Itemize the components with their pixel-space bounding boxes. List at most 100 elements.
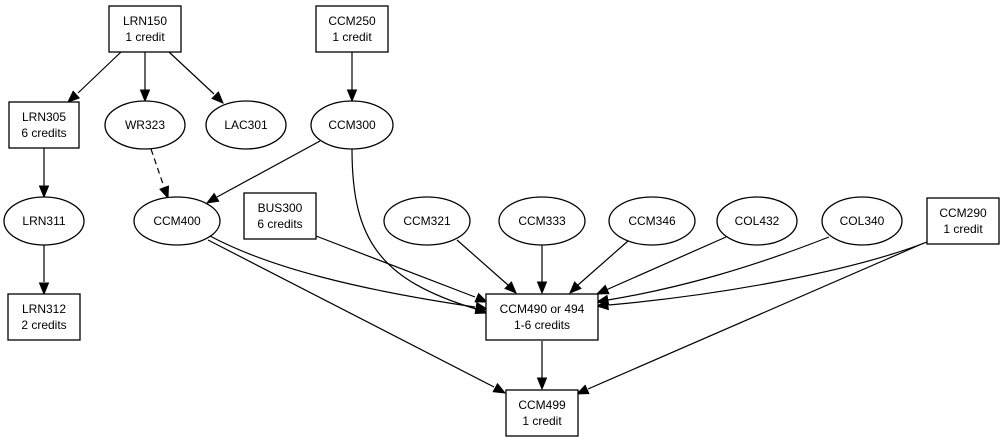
node-ellipse xyxy=(104,100,186,150)
edge-line xyxy=(77,51,122,94)
node-lrn311: LRN311 xyxy=(3,196,85,246)
node-ellipse xyxy=(205,100,287,150)
node-ccm250: CCM250 1 credit xyxy=(315,5,389,53)
edge-lrn311-to-lrn312 xyxy=(38,245,50,296)
node-title: WR323 xyxy=(125,118,165,132)
edge-line xyxy=(351,148,477,310)
edge-bus300-to-ccm490 xyxy=(315,235,489,303)
node-ellipse xyxy=(821,196,903,246)
node-box xyxy=(926,197,1000,245)
node-lrn312: LRN312 2 credits xyxy=(7,293,81,341)
node-ccm346: CCM346 xyxy=(608,196,696,246)
node-title: BUS300 xyxy=(258,201,303,215)
edge-lrn150-to-lrn305 xyxy=(67,51,122,103)
node-col340: COL340 xyxy=(821,196,903,246)
edge-lrn150-to-lac301 xyxy=(168,51,224,104)
node-box xyxy=(505,389,579,437)
node-ellipse xyxy=(716,196,798,246)
node-ellipse xyxy=(608,196,696,246)
node-ccm333: CCM333 xyxy=(498,196,586,246)
edge-ccm290-to-ccm490 xyxy=(595,241,928,311)
edge-ccm400-to-ccm499 xyxy=(207,239,507,394)
node-title: CCM290 xyxy=(939,206,987,220)
node-box xyxy=(108,5,182,53)
node-title: LRN311 xyxy=(22,214,65,228)
arrowhead-icon xyxy=(159,185,169,200)
node-title: COL340 xyxy=(840,214,885,228)
edge-col432-to-ccm490 xyxy=(595,236,727,295)
node-credits: 1 credit xyxy=(125,30,165,44)
edge-line xyxy=(608,241,928,306)
arrowhead-icon xyxy=(211,91,224,104)
arrowhead-icon xyxy=(474,301,489,313)
node-ccm290: CCM290 1 credit xyxy=(926,197,1000,245)
arrowhead-icon xyxy=(569,281,582,294)
arrowhead-icon xyxy=(346,89,358,103)
arrowhead-icon xyxy=(38,185,50,199)
node-lac301: LAC301 xyxy=(205,100,287,150)
arrowhead-icon xyxy=(205,192,220,204)
edge-line xyxy=(456,239,509,286)
arrowhead-icon xyxy=(67,90,81,103)
node-credits: 6 credits xyxy=(257,217,302,231)
node-title: CCM333 xyxy=(518,214,566,228)
node-ccm300: CCM300 xyxy=(310,100,394,150)
node-credits: 2 credits xyxy=(21,318,66,332)
node-box xyxy=(7,293,81,341)
edge-line xyxy=(209,235,476,308)
node-ellipse xyxy=(133,196,221,246)
edge-line xyxy=(607,236,830,301)
arrowhead-icon xyxy=(595,284,610,295)
arrowhead-icon xyxy=(536,377,548,391)
arrowhead-icon xyxy=(504,281,517,294)
node-credits: 1 credit xyxy=(522,414,562,428)
node-credits: 1 credit xyxy=(943,222,983,236)
node-box xyxy=(485,293,599,341)
node-credits: 1 credit xyxy=(332,30,372,44)
node-title: COL432 xyxy=(735,214,780,228)
edge-line xyxy=(168,51,215,95)
node-ellipse xyxy=(3,196,85,246)
node-ccm400: CCM400 xyxy=(133,196,221,246)
edge-ccm321-to-ccm490 xyxy=(456,239,517,294)
edge-ccm290-to-ccm499 xyxy=(575,242,925,395)
node-title: CCM300 xyxy=(328,118,376,132)
arrowhead-icon xyxy=(139,89,151,103)
node-title: CCM250 xyxy=(328,14,376,28)
node-ellipse xyxy=(310,100,394,150)
arrowhead-icon xyxy=(38,282,50,296)
edge-lrn305-to-lrn311 xyxy=(38,148,50,199)
node-title: CCM490 or 494 xyxy=(500,302,585,316)
node-ccm499: CCM499 1 credit xyxy=(505,389,579,437)
node-title: CCM400 xyxy=(153,214,201,228)
edge-ccm250-to-ccm300 xyxy=(346,52,358,103)
node-title: LRN312 xyxy=(22,302,66,316)
edge-ccm346-to-ccm490 xyxy=(569,240,629,294)
edge-line xyxy=(587,242,925,390)
node-title: CCM346 xyxy=(628,214,676,228)
node-col432: COL432 xyxy=(716,196,798,246)
arrowhead-icon xyxy=(492,382,507,394)
arrowhead-icon xyxy=(474,292,489,303)
edge-col340-to-ccm490 xyxy=(595,236,830,306)
edge-ccm333-to-ccm490 xyxy=(536,245,548,295)
node-title: LRN305 xyxy=(22,110,66,124)
node-ellipse xyxy=(498,196,586,246)
node-box xyxy=(8,101,80,149)
edge-line xyxy=(216,140,321,198)
arrowhead-icon xyxy=(575,384,590,395)
node-box xyxy=(243,192,317,240)
edge-ccm400-to-ccm490 xyxy=(209,235,489,313)
edge-wr323-to-ccm400 xyxy=(150,148,169,200)
node-ellipse xyxy=(383,196,471,246)
edge-line xyxy=(150,148,165,188)
node-title: CCM499 xyxy=(518,398,566,412)
edge-line xyxy=(315,235,476,298)
arrowhead-icon xyxy=(595,299,609,311)
node-title: CCM321 xyxy=(403,214,451,228)
